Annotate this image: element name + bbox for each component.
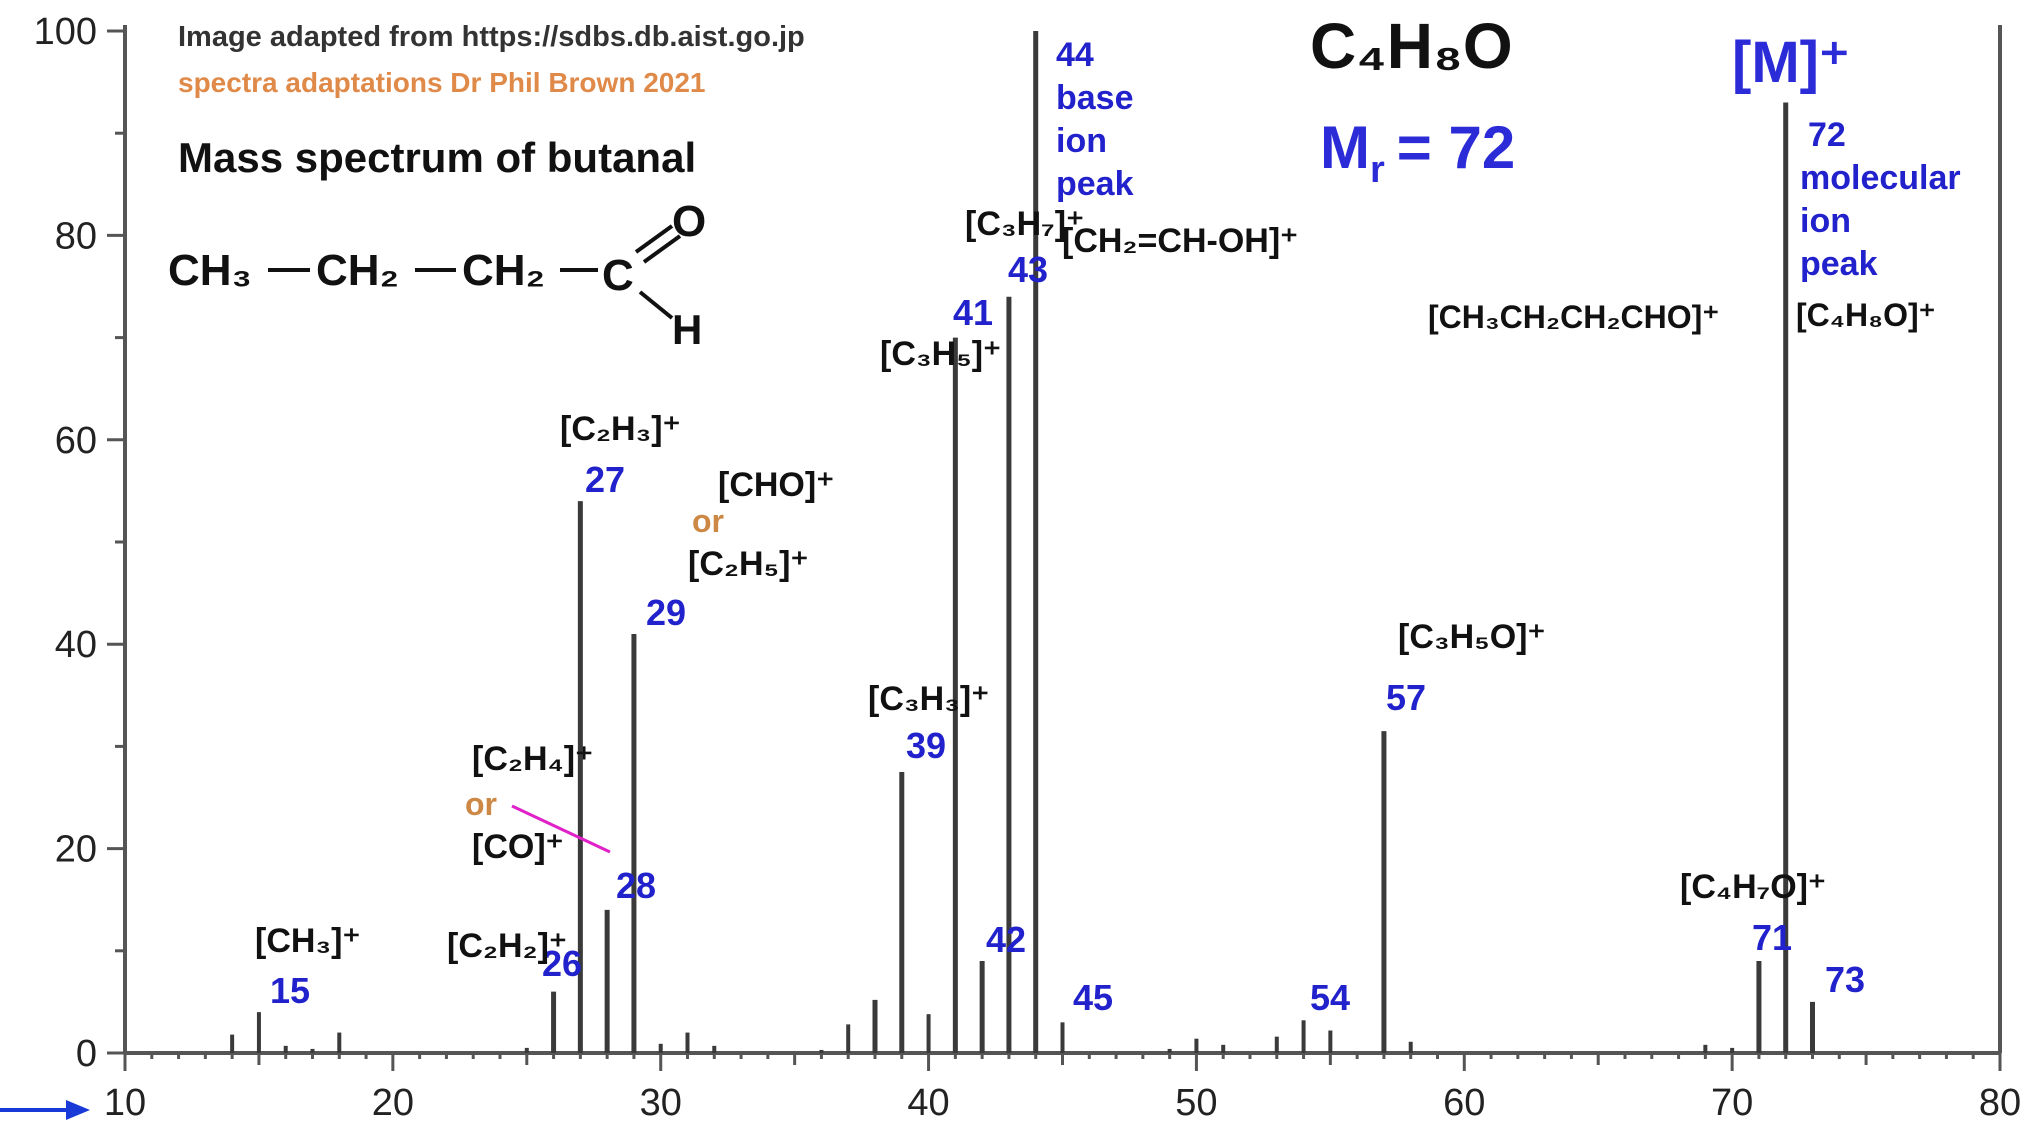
molecular-ion-annotation: 72 molecular ion peak	[1800, 116, 1961, 283]
ion-28-mz-label: 28	[616, 865, 656, 906]
ion-54-mz-label: 54	[1310, 977, 1350, 1018]
structure-double-bond-b	[642, 234, 682, 264]
base-peak-ion: [CH₂=CH-OH]⁺	[1062, 222, 1298, 260]
ion-29-mz-label: 29	[646, 592, 686, 633]
ion-57-mz-label: 57	[1386, 677, 1426, 718]
molecular-ion-label-line: molecular	[1800, 159, 1961, 197]
ion-28-alt-ion-label: [CO]⁺	[472, 828, 564, 866]
ion-43-ion-label: [C₃H₇]⁺	[965, 205, 1084, 243]
mr-value: = 72	[1397, 114, 1515, 181]
structure-ch3: CH₃	[168, 246, 252, 295]
y-tick-label: 100	[34, 11, 97, 53]
x-tick-label: 60	[1443, 1082, 1485, 1124]
ion-71-mz-label: 71	[1752, 917, 1792, 958]
y-tick-label: 60	[55, 420, 97, 462]
ion-45-mz-label: 45	[1073, 977, 1113, 1018]
mr-subscript: r	[1370, 149, 1385, 191]
mr-symbol: M	[1320, 114, 1370, 181]
y-tick-label: 80	[55, 215, 97, 257]
molecular-ion-formula-1: [CH₃CH₂CH₂CHO]⁺	[1428, 299, 1719, 335]
molecular-ion-formula-2: [C₄H₈O]⁺	[1796, 297, 1936, 333]
peaks	[230, 31, 1815, 1053]
ion-29-ion-label: [CHO]⁺	[718, 466, 834, 504]
structure-ch2-a: CH₂	[316, 246, 399, 295]
x-tick-label: 10	[104, 1082, 146, 1124]
structure-h: H	[672, 306, 702, 353]
base-peak-label-line: ion	[1056, 122, 1107, 160]
x-tick-label: 40	[907, 1082, 949, 1124]
x-tick-label: 80	[1979, 1082, 2021, 1124]
x-tick-label: 70	[1711, 1082, 1753, 1124]
ion-27-ion-label: [C₂H₃]⁺	[560, 410, 681, 448]
ion-28-or-label: or	[465, 786, 497, 822]
ion-15-mz-label: 15	[270, 970, 310, 1011]
labels: 15 [CH₃]⁺ 26[C₂H₂]⁺ 27 [C₂H₃]⁺ 28 [C₂H₄]⁺ or [CO…	[255, 205, 1865, 1018]
ion-15-ion-label: [CH₃]⁺	[255, 922, 360, 960]
base-peak-annotation: 44 base ion peak	[1056, 36, 1134, 203]
x-tick-label: 30	[640, 1082, 682, 1124]
ion-29-or-label: or	[692, 503, 724, 539]
credit-line-2: spectra adaptations Dr Phil Brown 2021	[178, 67, 706, 98]
ion-73-mz-label: 73	[1825, 959, 1865, 1000]
ion-39-ion-label: [C₃H₃]⁺	[868, 680, 989, 718]
ion-26-mz-label: 26	[542, 943, 582, 984]
ion-71-ion-label: [C₄H₇O]⁺	[1680, 868, 1826, 906]
y-tick-label: 20	[55, 829, 97, 871]
structure-bond-h	[638, 290, 674, 320]
ion-39-mz-label: 39	[906, 725, 946, 766]
axes: 0 20 40 60 80 100 10 20 30 40 50 60 70 80	[34, 11, 2022, 1124]
pointer-line-28	[511, 804, 611, 854]
structure-c: C	[602, 251, 634, 300]
ion-57-ion-label: [C₃H₅O]⁺	[1398, 618, 1545, 656]
y-tick-label: 0	[76, 1033, 97, 1075]
butanal-structure: CH₃ CH₂ CH₂ C O H	[168, 197, 706, 353]
molecular-ion-symbol: [M]⁺	[1732, 30, 1850, 95]
ion-27-mz-label: 27	[585, 459, 625, 500]
molecular-ion-label-line: 72	[1808, 116, 1846, 154]
ion-41-ion-label: [C₃H₅]⁺	[880, 335, 1001, 373]
ion-29-alt-ion-label: [C₂H₅]⁺	[688, 545, 808, 583]
relative-molecular-mass: Mr = 72	[1320, 114, 1515, 191]
base-peak-label-line: peak	[1056, 165, 1134, 203]
base-peak-label-line: 44	[1056, 36, 1094, 74]
ion-43-mz-label: 43	[1008, 249, 1048, 290]
y-tick-label: 40	[55, 624, 97, 666]
ion-28-ion-label: [C₂H₄]⁺	[472, 740, 593, 778]
ion-41-mz-label: 41	[953, 292, 993, 333]
structure-double-bond-a	[634, 224, 674, 254]
right-arrow-icon	[0, 1100, 90, 1120]
molecular-ion-label-line: ion	[1800, 202, 1851, 240]
ion-42-mz-label: 42	[986, 919, 1026, 960]
x-tick-label: 50	[1175, 1082, 1217, 1124]
molecular-ion-label-line: peak	[1800, 245, 1878, 283]
ion-26-ion-label: [C₂H₂]⁺	[447, 927, 567, 965]
x-tick-label: 20	[372, 1082, 414, 1124]
base-peak-label-line: base	[1056, 79, 1134, 117]
molecular-formula: C₄H₈O	[1310, 10, 1513, 82]
credit-line-1: Image adapted from https://sdbs.db.aist.…	[178, 21, 805, 53]
structure-o: O	[672, 197, 706, 246]
structure-ch2-b: CH₂	[462, 246, 545, 295]
chart-title: Mass spectrum of butanal	[178, 134, 696, 181]
